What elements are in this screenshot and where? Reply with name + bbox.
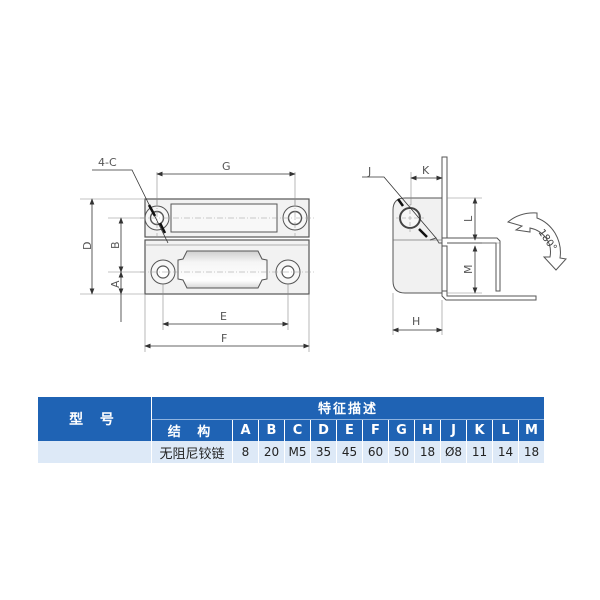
header-col-c: C: [285, 419, 310, 441]
header-col-j: J: [441, 419, 466, 441]
header-features: 特征描述: [152, 397, 544, 420]
header-col-a: A: [233, 419, 258, 441]
header-col-b: B: [259, 419, 284, 441]
label-h: H: [412, 315, 420, 328]
cell-k: 11: [467, 441, 492, 463]
header-col-k: K: [467, 419, 492, 441]
label-d: D: [81, 242, 94, 250]
cell-h: 18: [415, 441, 440, 463]
cell-d: 35: [311, 441, 336, 463]
hinge-technical-drawing: 4-C G D B A E F: [80, 156, 567, 352]
cell-structure: 无阻尼铰链: [152, 441, 232, 463]
label-g: G: [222, 160, 231, 173]
cell-c: M5: [285, 441, 310, 463]
spec-table: 型 号 特征描述 结 构 A B C D E F G H J K L M 无阻尼…: [37, 397, 545, 463]
cell-e: 45: [337, 441, 362, 463]
cell-j: Ø8: [441, 441, 466, 463]
header-col-m: M: [519, 419, 544, 441]
cell-m: 18: [519, 441, 544, 463]
label-k: K: [422, 164, 430, 177]
header-col-l: L: [493, 419, 518, 441]
rotation-arrow-icon: 180°: [506, 212, 567, 271]
label-l: L: [462, 215, 475, 222]
cell-b: 20: [259, 441, 284, 463]
header-model: 型 号: [38, 397, 151, 441]
label-f: F: [221, 332, 227, 345]
header-col-h: H: [415, 419, 440, 441]
header-structure: 结 构: [152, 419, 232, 441]
label-a: A: [109, 280, 122, 288]
header-col-g: G: [389, 419, 414, 441]
label-m: M: [462, 265, 475, 275]
cell-l: 14: [493, 441, 518, 463]
cell-f: 60: [363, 441, 388, 463]
label-j: J: [367, 165, 371, 178]
lower-leaf-slot: [177, 250, 268, 289]
table-row: 无阻尼铰链 8 20 M5 35 45 60 50 18 Ø8 11 14 18: [38, 441, 544, 463]
cell-a: 8: [233, 441, 258, 463]
label-b: B: [109, 241, 122, 249]
front-view: 4-C G D B A E F: [80, 156, 314, 352]
header-col-f: F: [363, 419, 388, 441]
side-view: J K L M H 180°: [362, 156, 567, 335]
cell-model: [38, 441, 151, 463]
label-e: E: [220, 310, 227, 323]
header-col-d: D: [311, 419, 336, 441]
header-col-e: E: [337, 419, 362, 441]
label-4-c: 4-C: [98, 156, 117, 169]
cell-g: 50: [389, 441, 414, 463]
